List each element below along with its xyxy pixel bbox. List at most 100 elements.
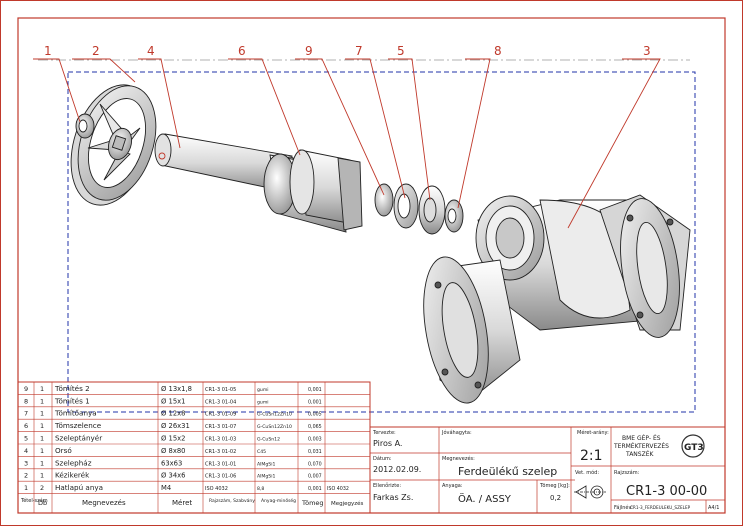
balloon-5: 5	[397, 44, 405, 58]
bom-cell-material: gumi	[257, 387, 269, 393]
bom-cell-pos: 8	[24, 397, 28, 405]
bom-cell-name: Szelepház	[55, 458, 92, 467]
bom-cell-material: G-CuSn12Zn10	[257, 412, 292, 418]
bom-cell-material: gumi	[257, 399, 269, 405]
tb-dwgno-value: CR1-3 00-00	[626, 484, 707, 499]
bom-cell-name: Orsó	[55, 446, 72, 455]
tb-date-value: 2012.02.09.	[373, 465, 421, 474]
balloon-9: 9	[305, 44, 313, 58]
bom-cell-drawing: CR1-3 01-04	[205, 399, 236, 405]
bom-cell-size: Ø 15x1	[161, 397, 186, 405]
assembly-view	[70, 84, 691, 404]
tb-mass-value: 0,2	[550, 494, 561, 502]
bom-cell-qty: 1	[40, 410, 44, 418]
hex-nut	[75, 113, 95, 139]
tb-file-label: Fájlnév:	[614, 504, 633, 511]
bom-cell-material: AlMgSi1	[257, 474, 275, 480]
hdr-material: Anyag-minőség	[261, 497, 296, 504]
valve-body	[423, 194, 691, 404]
tb-dept-2: TERMÉKTERVEZÉS	[613, 442, 669, 450]
tb-checked-label: Ellenőrizte:	[373, 483, 401, 489]
bom-cell-drawing: CR1-3 01-03	[205, 437, 236, 443]
bom-cell-qty: 1	[40, 459, 44, 467]
bom-cell-material: G-CuSn12	[257, 437, 280, 443]
bom-cell-material: C45	[257, 449, 266, 455]
bom-cell-pos: 2	[24, 472, 28, 480]
balloon-labels: 1 2 4 6 9 7 5 8 3	[44, 44, 651, 58]
bom-cell-extra: ISO 4032	[327, 486, 349, 492]
tb-checked-value: Farkas Zs.	[373, 493, 413, 502]
bom-cell-pos: 1	[24, 484, 28, 492]
bom-cell-name: Tömítőanya	[54, 409, 97, 418]
bom-cell-name: Tömítés 1	[54, 396, 90, 405]
tb-mass-label: Tömeg [kg]:	[539, 483, 570, 489]
balloon-4: 4	[147, 44, 155, 58]
tb-dept-3: TANSZÉK	[625, 450, 655, 458]
tb-proj-label: Vet. mód:	[575, 469, 599, 476]
balloon-2: 2	[92, 44, 100, 58]
hdr-name: Megnevezés	[82, 499, 126, 507]
tb-scale-label: Méret-arány:	[577, 429, 609, 436]
balloon-8: 8	[494, 44, 502, 58]
bom-cell-mass: 0,065	[308, 424, 322, 430]
hdr-size: Méret	[172, 499, 192, 507]
bom-cell-qty: 1	[40, 385, 44, 393]
bom-cell-size: Ø 8x80	[161, 447, 186, 455]
tb-drawn-label: Tervezte:	[372, 430, 396, 436]
bom-cell-size: Ø 13x1,8	[161, 385, 192, 393]
bom-cell-qty: 1	[40, 422, 44, 430]
bom-cell-qty: 1	[40, 472, 44, 480]
bom-cell-pos: 6	[24, 422, 28, 430]
bom-cell-material: AlMgSi1	[257, 461, 275, 467]
tb-dwgno-label: Rajzszám:	[614, 469, 640, 476]
bom-cell-name: Tömítés 2	[54, 384, 90, 393]
bom-cell-mass: 0,001	[308, 387, 322, 393]
handwheel	[70, 84, 157, 206]
tb-sheet-label: A4/1	[708, 505, 719, 511]
bom-cell-qty: 1	[40, 447, 44, 455]
bom-cell-material: 8,8	[257, 486, 264, 492]
tb-scale-value: 2:1	[580, 448, 603, 464]
bom-cell-size: Ø 15x2	[161, 435, 186, 443]
bom-cell-size: Ø 26x31	[161, 422, 190, 430]
bom-table: Tétel-szám Db Megnevezés Méret Rajzszám,…	[17, 381, 371, 514]
hdr-note: Megjegyzés	[331, 500, 364, 507]
tb-material-label: Anyaga:	[442, 483, 463, 489]
bom-cell-qty: 2	[40, 484, 44, 492]
hdr-drawing: Rajzszám, Szabvány	[209, 497, 255, 504]
bom-cell-name: Tömszelence	[54, 421, 102, 430]
leader-lines	[33, 58, 661, 229]
bom-cell-mass: 0,031	[308, 449, 322, 455]
bom-cell-size: Ø 34x6	[161, 472, 186, 480]
tb-drawn-value: Piros A.	[373, 439, 402, 448]
bom-cell-pos: 9	[24, 385, 28, 393]
tb-material-value: ÖA. / ASSY	[458, 492, 512, 505]
bom-cell-pos: 7	[24, 410, 28, 418]
bom-cell-drawing: CR1-3 01-01	[205, 461, 236, 467]
projection-symbol	[574, 485, 606, 499]
bom-cell-mass: 0,001	[308, 486, 322, 492]
bom-cell-mass: 0,001	[308, 399, 322, 405]
balloon-6: 6	[238, 44, 246, 58]
bom-cell-size: 63x63	[161, 459, 182, 467]
hdr-qty: Db	[38, 499, 47, 507]
bom-cell-mass: 0,003	[308, 437, 322, 443]
tb-approved-label: Jóváhagyta:	[441, 429, 472, 436]
tb-name-label: Megnevezés:	[442, 455, 475, 462]
bom-cell-qty: 1	[40, 435, 44, 443]
bom-cell-drawing: CR1-3 01-05	[205, 387, 236, 393]
seals-and-disc	[374, 183, 464, 235]
balloon-7: 7	[355, 44, 363, 58]
bom-cell-pos: 5	[24, 435, 28, 443]
gland	[263, 149, 363, 233]
bom-cell-name: Hatlapú anya	[55, 483, 103, 492]
hdr-mass: Tömeg	[301, 499, 324, 507]
logo-text: GT3	[684, 443, 704, 453]
bom-cell-size: Ø 12x8	[161, 410, 186, 418]
balloon-3: 3	[643, 44, 651, 58]
bom-cell-pos: 3	[24, 459, 28, 467]
bom-header-row: Tétel-szám Db Megnevezés Méret Rajzszám,…	[20, 497, 364, 507]
bom-cell-mass: 0,070	[308, 461, 322, 467]
bom-cell-drawing: ISO 4032	[205, 486, 228, 492]
